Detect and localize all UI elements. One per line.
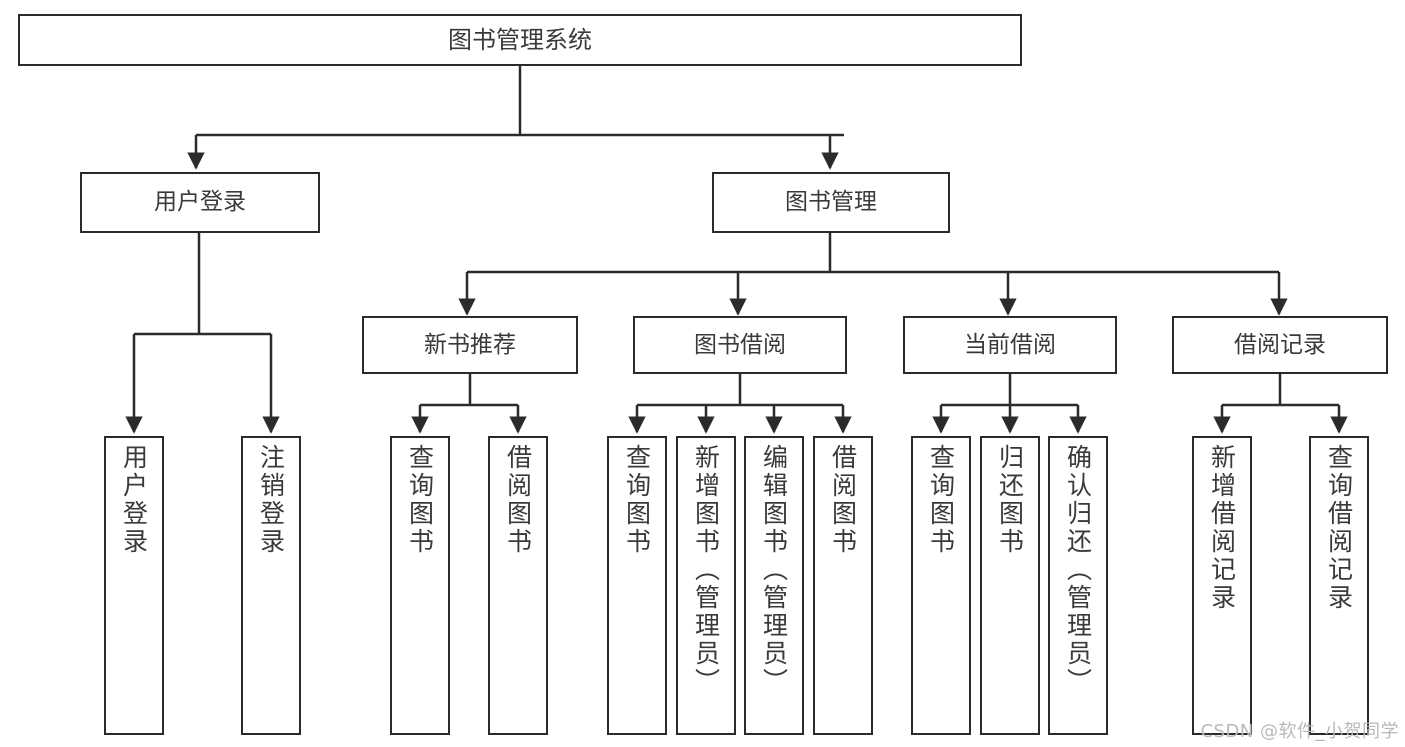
- node-label: 归还图书: [995, 444, 1025, 556]
- node-label: 借阅图书: [828, 444, 858, 556]
- leaf-query-books-current[interactable]: 查询图书: [911, 436, 971, 735]
- node-label: 用户登录: [154, 189, 246, 216]
- node-label: 确认归还（管理员）: [1063, 444, 1093, 696]
- node-label: 借阅图书: [503, 444, 533, 556]
- node-label: 查询借阅记录: [1324, 444, 1354, 612]
- node-book-borrowing[interactable]: 图书借阅: [633, 316, 847, 374]
- leaf-logout[interactable]: 注销登录: [241, 436, 301, 735]
- node-borrowing-records[interactable]: 借阅记录: [1172, 316, 1388, 374]
- node-label: 图书管理: [785, 189, 877, 216]
- node-label: 用户登录: [119, 444, 149, 556]
- csdn-watermark: CSDN @软件_小贺同学: [1200, 721, 1399, 742]
- node-label: 查询图书: [622, 444, 652, 556]
- leaf-query-books-borrowing[interactable]: 查询图书: [607, 436, 667, 735]
- leaf-add-book-admin[interactable]: 新增图书（管理员）: [676, 436, 736, 735]
- leaf-return-books[interactable]: 归还图书: [980, 436, 1040, 735]
- node-user-login[interactable]: 用户登录: [80, 172, 320, 233]
- leaf-add-borrow-record[interactable]: 新增借阅记录: [1192, 436, 1252, 735]
- leaf-borrow-books-borrowing[interactable]: 借阅图书: [813, 436, 873, 735]
- node-book-management[interactable]: 图书管理: [712, 172, 950, 233]
- node-label: 图书借阅: [694, 331, 786, 358]
- node-label: 当前借阅: [964, 331, 1056, 358]
- node-label: 注销登录: [256, 444, 286, 556]
- leaf-query-books-recommendation[interactable]: 查询图书: [390, 436, 450, 735]
- node-label: 新增图书（管理员）: [691, 444, 721, 696]
- node-current-borrowing[interactable]: 当前借阅: [903, 316, 1117, 374]
- node-label: 编辑图书（管理员）: [759, 444, 789, 696]
- node-label: 新增借阅记录: [1207, 444, 1237, 612]
- node-label: 图书管理系统: [448, 26, 592, 54]
- leaf-user-login[interactable]: 用户登录: [104, 436, 164, 735]
- node-label: 查询图书: [405, 444, 435, 556]
- leaf-query-borrow-record[interactable]: 查询借阅记录: [1309, 436, 1369, 735]
- node-label: 新书推荐: [424, 331, 516, 358]
- node-label: 借阅记录: [1234, 331, 1326, 358]
- leaf-confirm-return-admin[interactable]: 确认归还（管理员）: [1048, 436, 1108, 735]
- leaf-edit-book-admin[interactable]: 编辑图书（管理员）: [744, 436, 804, 735]
- node-label: 查询图书: [926, 444, 956, 556]
- leaf-borrow-books-recommendation[interactable]: 借阅图书: [488, 436, 548, 735]
- node-new-book-recommendation[interactable]: 新书推荐: [362, 316, 578, 374]
- node-root-book-management-system[interactable]: 图书管理系统: [18, 14, 1022, 66]
